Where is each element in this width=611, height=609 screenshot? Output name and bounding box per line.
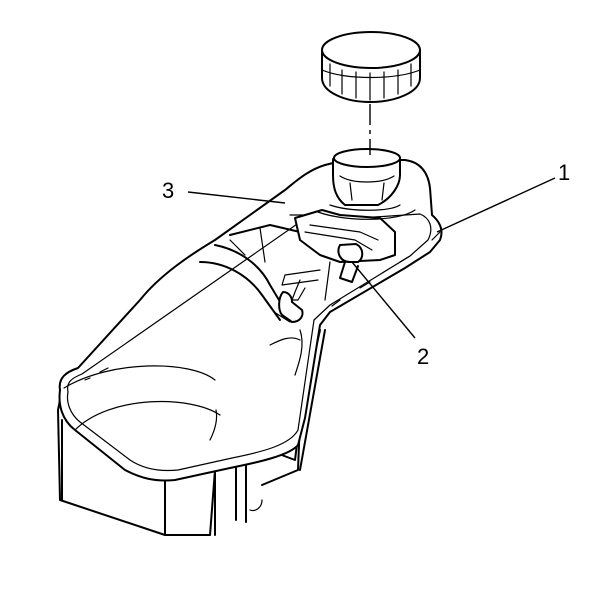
sensor-fitting <box>273 209 396 323</box>
leader-line-1 <box>436 177 556 233</box>
filler-neck <box>317 148 416 220</box>
pressure-cap <box>321 31 421 103</box>
reservoir-tank-top <box>58 159 443 482</box>
callout-2: 2 <box>417 344 429 369</box>
callout-1: 1 <box>558 160 570 185</box>
callout-3: 3 <box>162 178 174 203</box>
leader-line-3 <box>187 191 286 204</box>
leader-line-2 <box>351 261 416 339</box>
